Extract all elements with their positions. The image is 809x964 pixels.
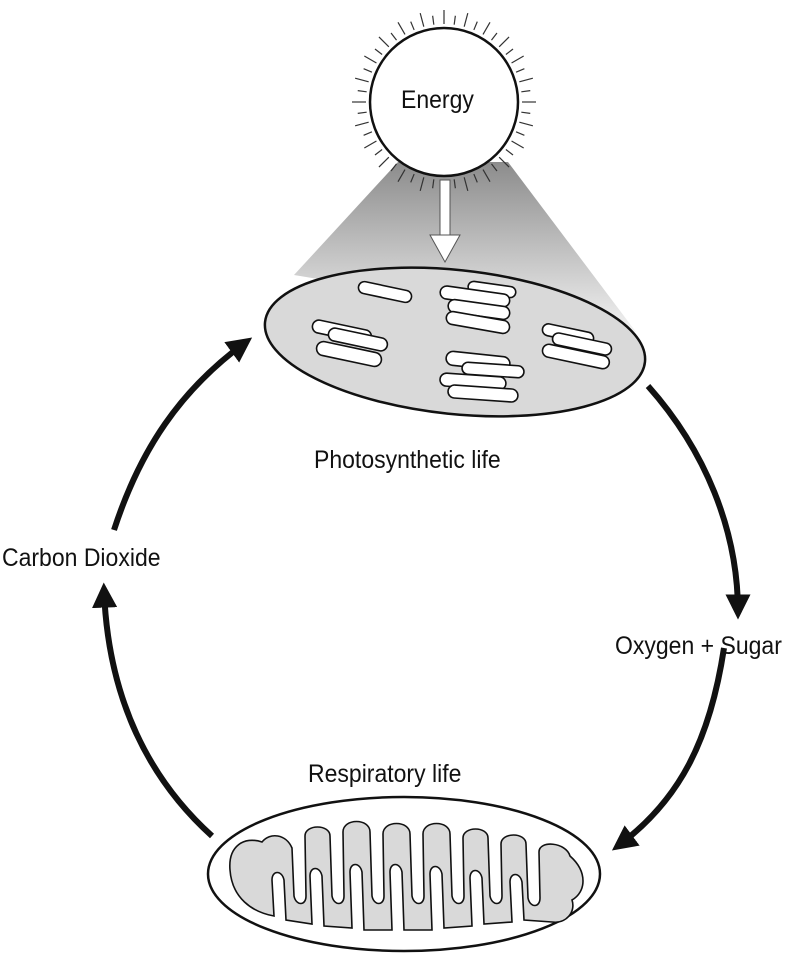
sun-ray xyxy=(354,77,369,83)
sun-ray xyxy=(463,12,469,27)
sun-ray xyxy=(515,68,525,73)
sun-ray xyxy=(463,177,469,192)
sun-ray xyxy=(419,177,425,192)
sun-ray xyxy=(491,163,498,172)
carbon-dioxide-label: Carbon Dioxide xyxy=(2,544,161,572)
photosynthetic-life-label: Photosynthetic life xyxy=(314,446,501,474)
sun-ray xyxy=(390,163,397,172)
respiratory-life-label: Respiratory life xyxy=(308,760,462,788)
sun-ray xyxy=(505,149,514,156)
sun-ray xyxy=(364,55,377,64)
sun-ray xyxy=(397,169,406,182)
sun-ray xyxy=(357,90,367,93)
sun-ray xyxy=(519,77,534,83)
sun-ray xyxy=(491,32,498,41)
sun-ray xyxy=(374,48,383,55)
sun-ray xyxy=(397,22,406,35)
arrow-oxygen-to-respiration xyxy=(611,647,727,851)
energy-label: Energy xyxy=(401,86,474,114)
sun-ray xyxy=(410,173,415,183)
sun-ray xyxy=(521,90,531,93)
sun-ray xyxy=(511,140,524,149)
sun-ray xyxy=(453,179,456,189)
sun-ray xyxy=(473,173,478,183)
sun-ray xyxy=(410,21,415,31)
sun-ray xyxy=(354,121,369,127)
energy-arrow xyxy=(429,179,461,264)
sun-ray xyxy=(378,36,390,48)
arrow-carbon-dioxide-to-photosynthesis xyxy=(111,337,253,531)
sun-ray xyxy=(374,149,383,156)
oxygen-sugar-label: Oxygen + Sugar xyxy=(615,632,782,660)
sun-ray xyxy=(378,156,390,168)
sun-ray xyxy=(482,169,491,182)
sun-ray xyxy=(498,156,510,168)
sun-icon xyxy=(368,26,520,178)
sun-ray xyxy=(511,55,524,64)
arrow-respiration-to-carbon-dioxide xyxy=(92,582,215,839)
sun-ray xyxy=(521,111,531,114)
sun-ray xyxy=(419,12,425,27)
sun-ray xyxy=(432,15,435,25)
sun-ray xyxy=(505,48,514,55)
sun-ray xyxy=(453,15,456,25)
sun-ray xyxy=(432,179,435,189)
sun-ray xyxy=(482,22,491,35)
sun-ray xyxy=(473,21,478,31)
sun-ray xyxy=(498,36,510,48)
sun-ray xyxy=(363,68,373,73)
sun-ray xyxy=(363,131,373,136)
sun-ray xyxy=(519,121,534,127)
arrow-photosynthesis-to-oxygen xyxy=(645,384,751,620)
chloroplast-icon xyxy=(263,266,647,418)
sun-ray xyxy=(357,111,367,114)
sun-ray xyxy=(515,131,525,136)
mitochondrion-icon xyxy=(206,795,602,953)
cycle-arrows xyxy=(92,337,751,851)
sun-ray xyxy=(390,32,397,41)
sun-ray xyxy=(364,140,377,149)
